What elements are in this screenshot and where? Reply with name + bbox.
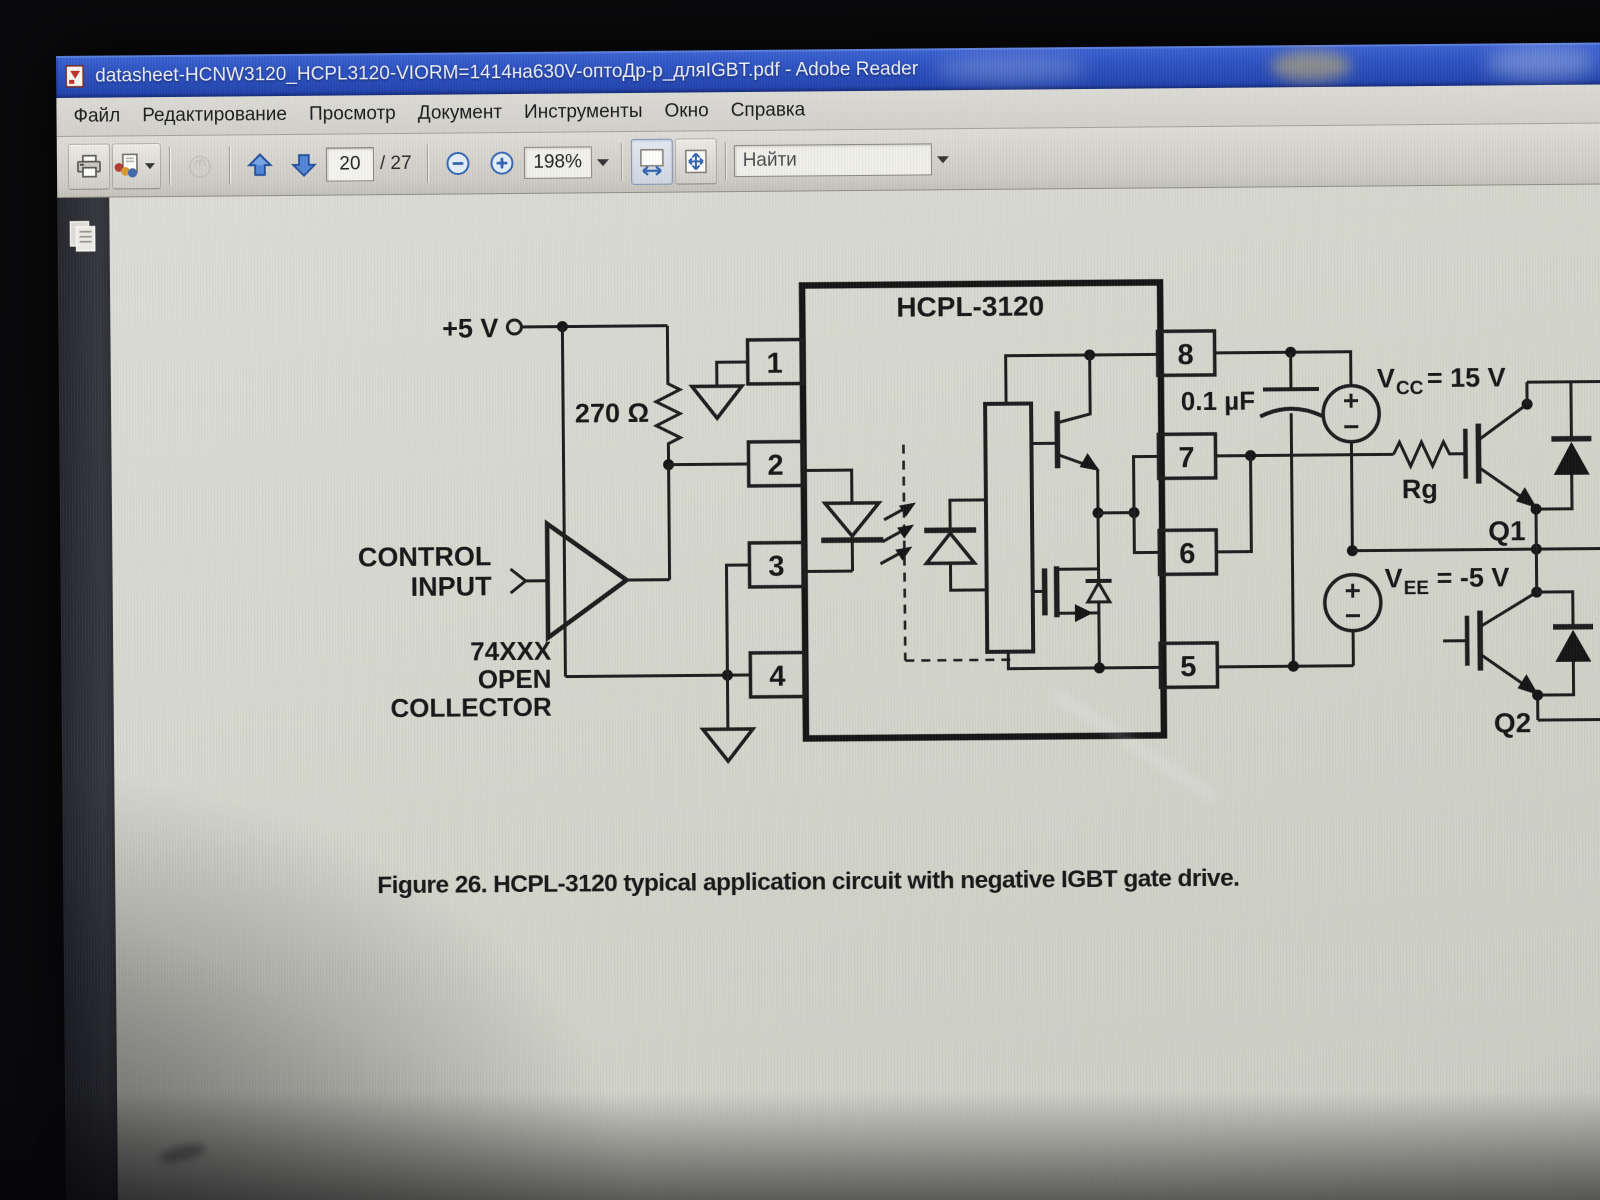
page-up-icon bbox=[247, 152, 273, 178]
previous-page-button[interactable] bbox=[239, 142, 281, 188]
find-options-caret-icon[interactable] bbox=[936, 155, 949, 163]
menu-item-window[interactable]: Окно bbox=[664, 100, 709, 122]
distribute-icon bbox=[113, 153, 140, 179]
fit-page-button[interactable] bbox=[674, 138, 717, 185]
caret-down-icon bbox=[144, 163, 155, 170]
toolbar-separator bbox=[724, 142, 727, 181]
screen-glare bbox=[1271, 50, 1352, 82]
navigation-panel-strip bbox=[57, 197, 119, 1200]
fit-width-icon bbox=[637, 148, 667, 176]
toolbar-separator bbox=[620, 143, 623, 182]
printer-icon bbox=[75, 154, 103, 180]
find-input[interactable] bbox=[733, 143, 932, 178]
zoom-level-value: 198% bbox=[533, 151, 583, 173]
distribute-button[interactable] bbox=[111, 143, 162, 190]
hand-tool-button[interactable] bbox=[179, 143, 221, 189]
menu-item-tools[interactable]: Инструменты bbox=[523, 100, 643, 123]
print-button[interactable] bbox=[67, 143, 111, 190]
page-total-label: / 27 bbox=[379, 152, 412, 175]
fit-page-icon bbox=[682, 147, 710, 175]
screen-glare bbox=[936, 55, 1087, 83]
caret-down-icon[interactable] bbox=[596, 158, 609, 166]
page-down-icon bbox=[291, 152, 317, 178]
menu-item-document[interactable]: Документ bbox=[417, 102, 503, 124]
document-page[interactable] bbox=[109, 183, 1600, 1200]
zoom-out-icon bbox=[445, 150, 471, 176]
next-page-button[interactable] bbox=[283, 142, 325, 188]
menu-item-file[interactable]: Файл bbox=[73, 105, 121, 127]
page-number-input[interactable] bbox=[325, 147, 375, 182]
content-region bbox=[57, 183, 1600, 1200]
menu-item-edit[interactable]: Редактирование bbox=[142, 103, 288, 127]
menu-item-view[interactable]: Просмотр bbox=[308, 103, 396, 125]
zoom-out-button[interactable] bbox=[436, 140, 478, 186]
fit-width-button[interactable] bbox=[630, 138, 673, 185]
toolbar-separator bbox=[168, 147, 172, 186]
menu-item-help[interactable]: Справка bbox=[730, 99, 806, 122]
zoom-in-button[interactable] bbox=[480, 140, 522, 186]
pdf-file-icon bbox=[64, 65, 86, 89]
hand-icon bbox=[186, 153, 214, 179]
zoom-level-box[interactable]: 198% bbox=[523, 146, 592, 179]
pages-panel-icon[interactable] bbox=[66, 218, 100, 256]
toolbar-separator bbox=[426, 144, 429, 183]
adobe-reader-window: datasheet-HCNW3120_HCPL3120-VIORM=1414на… bbox=[56, 41, 1600, 1200]
screen-glare bbox=[1485, 46, 1597, 80]
toolbar-separator bbox=[228, 146, 232, 185]
zoom-in-icon bbox=[489, 150, 515, 176]
window-title: datasheet-HCNW3120_HCPL3120-VIORM=1414на… bbox=[95, 58, 919, 87]
